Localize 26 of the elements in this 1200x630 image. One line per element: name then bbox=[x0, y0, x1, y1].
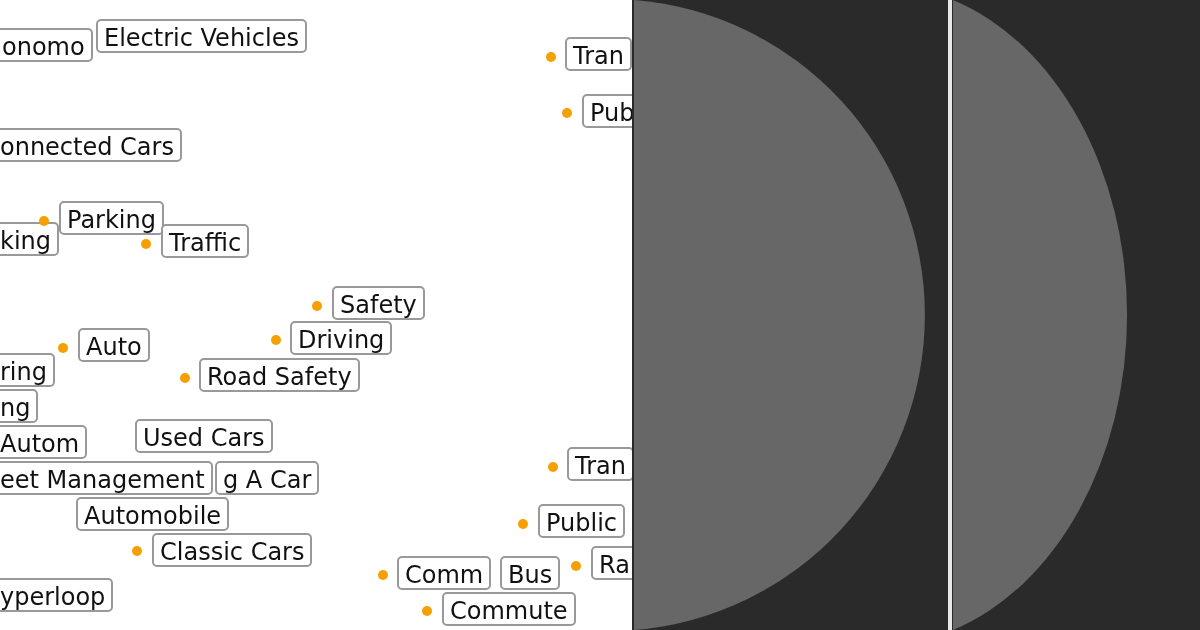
point-label: onnected Cars bbox=[0, 128, 182, 162]
point-label: ring bbox=[0, 353, 55, 387]
point-label: Public bbox=[538, 504, 626, 538]
point-label: king bbox=[0, 222, 59, 256]
point-label: Road Safety bbox=[199, 358, 360, 392]
point-label: eet Management bbox=[0, 461, 213, 495]
point-label: Bus bbox=[500, 556, 561, 590]
point-label: Used Cars bbox=[135, 419, 273, 453]
point-label: Autom bbox=[0, 425, 88, 459]
point-label: onomo bbox=[0, 28, 93, 62]
point-label: Automobile bbox=[76, 497, 230, 531]
point-label: Traffic bbox=[161, 224, 250, 258]
point-label: Classic Cars bbox=[152, 533, 313, 567]
point-label: Commute bbox=[442, 592, 576, 626]
point-label: Tran bbox=[565, 37, 632, 71]
point-label: Ra bbox=[591, 546, 632, 580]
point-label: Safety bbox=[332, 286, 425, 320]
point-label: ng bbox=[0, 389, 39, 423]
point-label: Driving bbox=[290, 321, 393, 355]
point-label: Auto bbox=[78, 328, 150, 362]
point-label: g A Car bbox=[215, 461, 320, 495]
point-label: Tran bbox=[567, 447, 632, 481]
point-label: yperloop bbox=[0, 578, 114, 612]
point-label: Parking bbox=[59, 201, 164, 235]
point-label: Comm bbox=[397, 556, 492, 590]
point-label: Electric Vehicles bbox=[96, 19, 307, 53]
